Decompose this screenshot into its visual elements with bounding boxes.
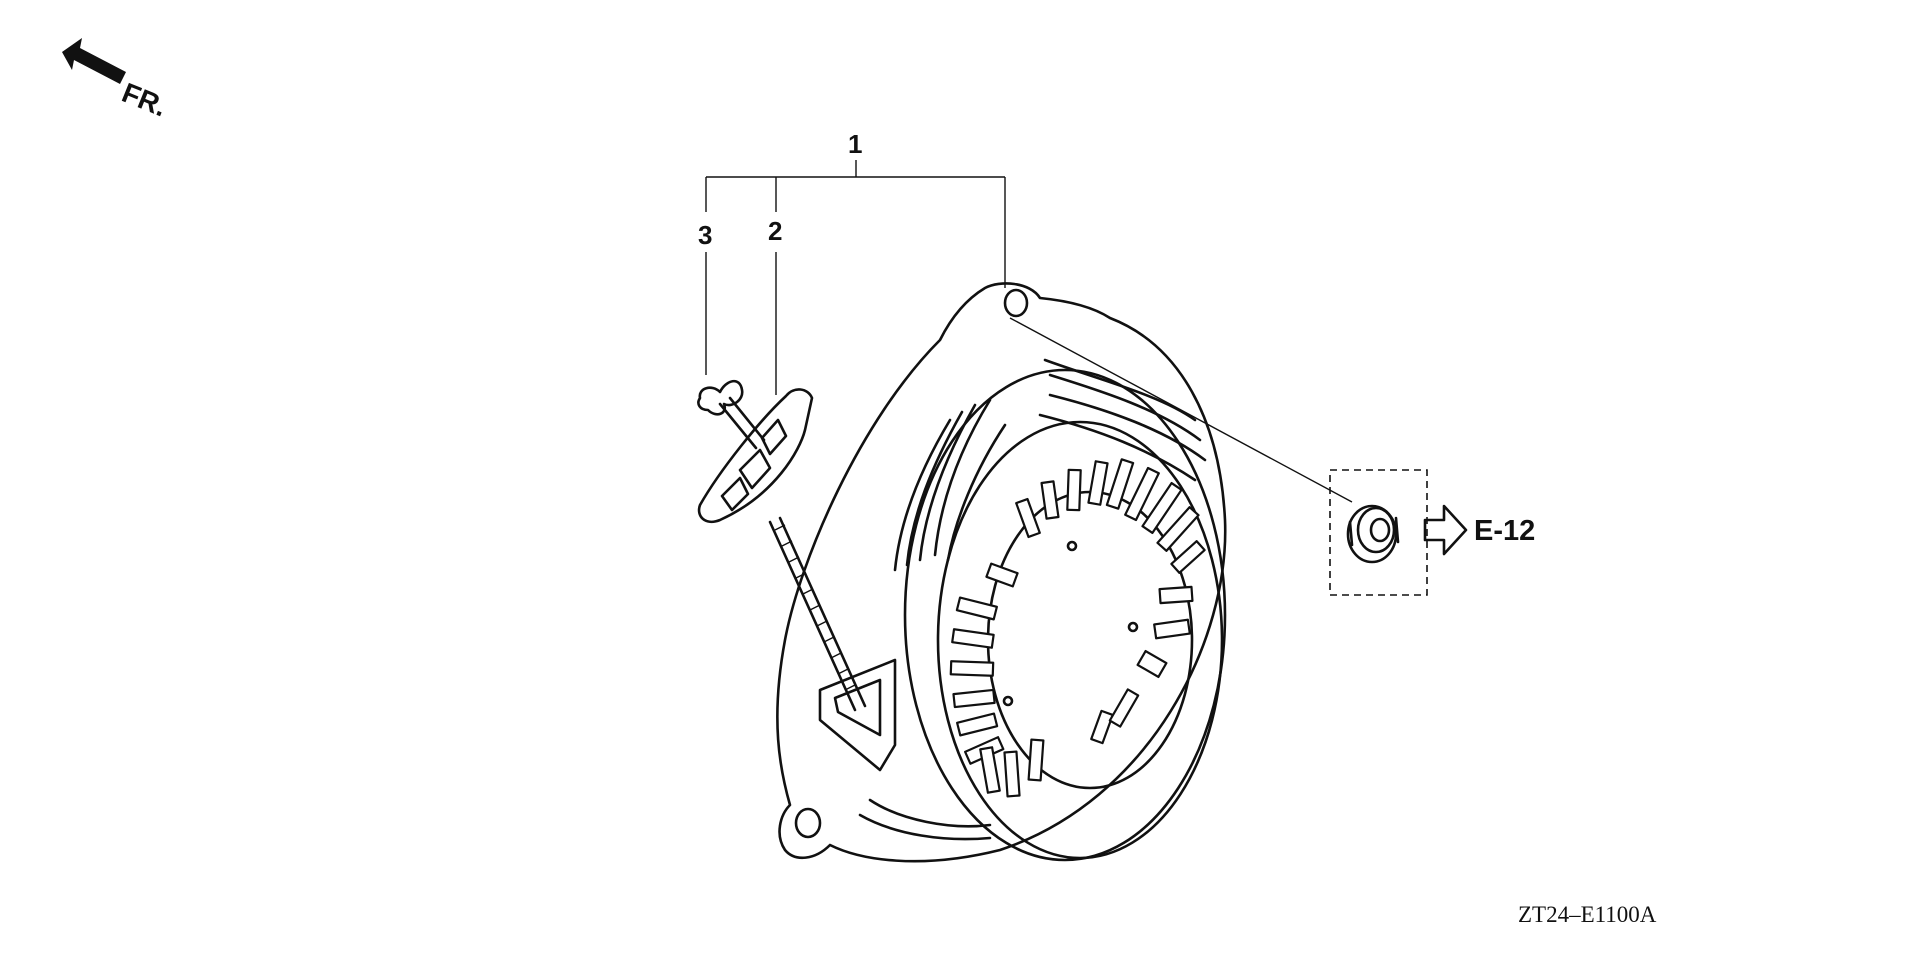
starter-rope [697,379,867,712]
page-reference[interactable]: E-12 [1423,504,1535,556]
cover-face [936,420,1224,860]
starter-cover [903,368,1227,862]
arrow-icon [62,38,126,84]
orientation-label: FR. [118,77,171,123]
rope-knot [697,379,744,416]
mounting-flange [776,282,1227,863]
callout-3: 3 [698,220,712,250]
rope-guide [818,658,897,772]
reference-arrow-icon [1423,504,1468,556]
reference-label[interactable]: E-12 [1474,515,1535,547]
callout-1: 1 [848,129,862,159]
mounting-hole-top [1003,288,1029,318]
drawing-code: ZT24–E1100A [1518,902,1657,927]
housing-ribs [858,358,1207,841]
starter-grip [697,388,814,524]
flange-nut [1346,504,1400,564]
front-direction-arrow: FR. [62,38,171,122]
callout-leaders [705,160,1353,503]
mounting-hole-bottom [794,807,822,839]
flange-nut-reference [1329,469,1428,596]
callout-2: 2 [768,216,782,246]
cover-center [986,490,1194,790]
vent-slots [949,458,1206,798]
recoil-starter-housing [776,282,1227,863]
reference-box [1329,469,1428,596]
